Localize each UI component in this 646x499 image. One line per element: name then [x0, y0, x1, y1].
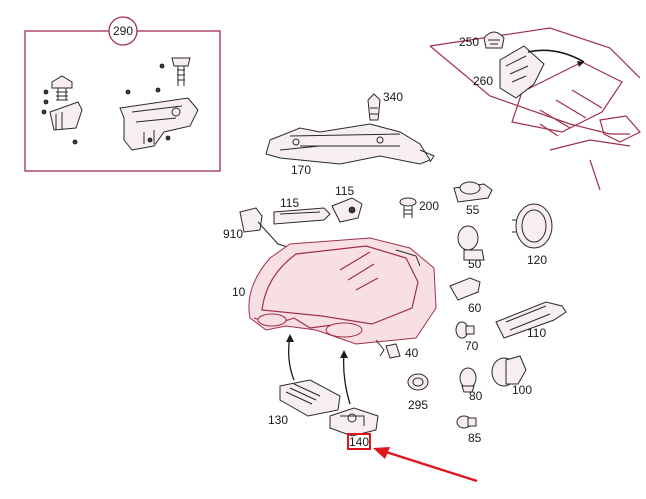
- clip-340-drawing: [367, 93, 381, 121]
- label-260[interactable]: 260: [473, 74, 493, 88]
- label-295[interactable]: 295: [408, 398, 428, 412]
- red-annotation-arrow: [373, 447, 478, 483]
- vehicle-front-outline: [429, 27, 641, 191]
- label-80[interactable]: 80: [469, 389, 483, 403]
- cable-115-drawing: [273, 207, 331, 225]
- label-200[interactable]: 200: [419, 199, 439, 213]
- grommet-295-drawing: [407, 373, 429, 391]
- control-unit-130-drawing: [279, 379, 341, 417]
- callout-circle-290: [108, 16, 138, 46]
- label-50[interactable]: 50: [468, 257, 482, 271]
- installation-arrows: [286, 334, 351, 405]
- label-110[interactable]: 110: [527, 326, 546, 340]
- screw-200-drawing: [399, 197, 417, 218]
- label-140[interactable]: 140: [349, 435, 369, 449]
- cornering-lamp-drawing: [483, 31, 585, 99]
- label-100[interactable]: 100: [512, 383, 532, 397]
- label-60[interactable]: 60: [468, 301, 482, 315]
- igniter-140-drawing: [329, 407, 379, 437]
- label-250[interactable]: 250: [459, 35, 479, 49]
- bulb-55-drawing: [453, 181, 493, 203]
- bulb-70-drawing: [455, 321, 475, 339]
- label-290[interactable]: 290: [113, 24, 133, 38]
- label-340[interactable]: 340: [383, 90, 403, 104]
- clamp-bracket-drawing: [41, 75, 83, 145]
- screw-drawing: [155, 57, 191, 93]
- label-910[interactable]: 910: [223, 227, 243, 241]
- headlamp-10-drawing: [248, 237, 437, 357]
- label-115a[interactable]: 115: [280, 196, 299, 210]
- mounting-rail-170-drawing: [265, 123, 435, 165]
- xenon-bulb-110-drawing: [495, 301, 567, 339]
- highlight-box-140: [347, 433, 371, 450]
- label-130[interactable]: 130: [268, 413, 288, 427]
- cap-120-drawing: [512, 203, 553, 249]
- clip-40-drawing: [385, 343, 401, 359]
- label-10[interactable]: 10: [232, 285, 246, 299]
- label-70[interactable]: 70: [465, 339, 479, 353]
- label-40[interactable]: 40: [405, 346, 419, 360]
- label-55[interactable]: 55: [466, 203, 480, 217]
- bulb-85-drawing: [456, 415, 477, 429]
- socket-100-drawing: [491, 355, 527, 387]
- bulb-50-drawing: [457, 225, 485, 261]
- label-120[interactable]: 120: [527, 253, 547, 267]
- label-170[interactable]: 170: [291, 163, 311, 177]
- clip-115-drawing: [331, 197, 363, 223]
- label-85[interactable]: 85: [468, 431, 482, 445]
- inset-290: 290: [24, 16, 221, 172]
- support-bracket-drawing: [119, 89, 199, 151]
- socket-60-drawing: [449, 277, 481, 301]
- label-115b[interactable]: 115: [335, 184, 354, 198]
- bulb-80-drawing: [459, 367, 477, 393]
